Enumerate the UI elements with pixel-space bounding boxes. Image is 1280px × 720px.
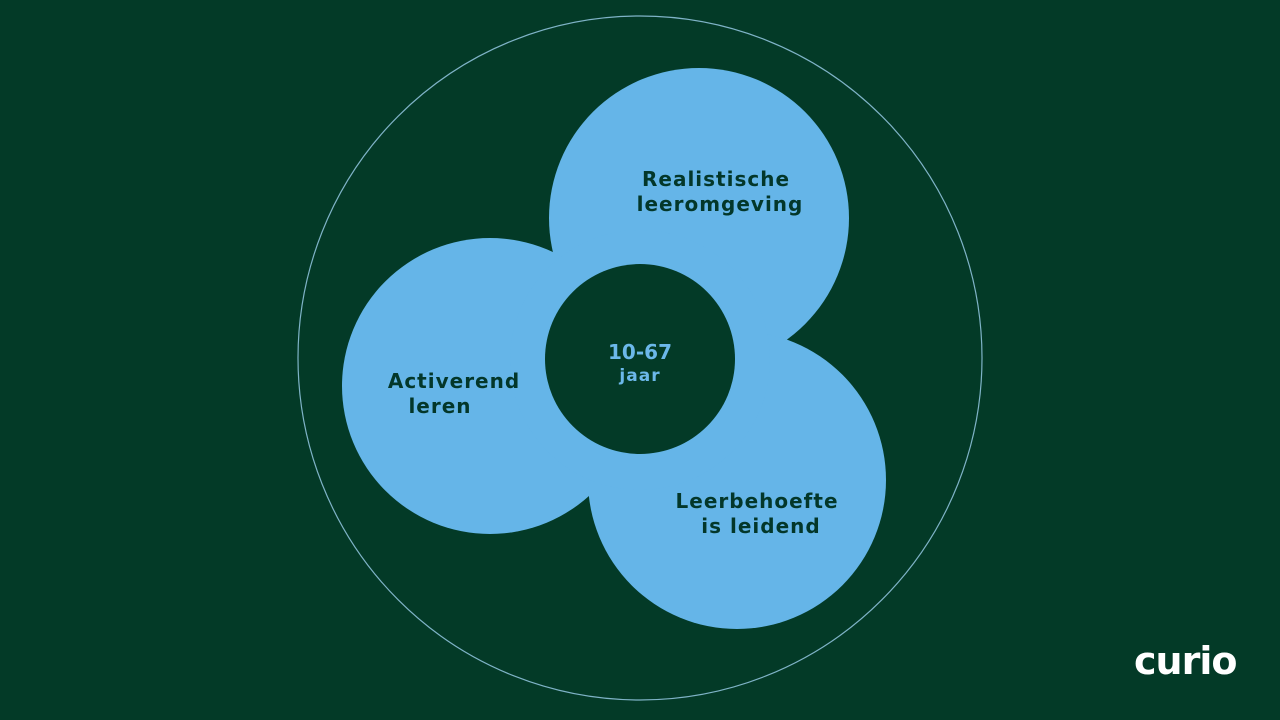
center-age-range: 10-67 <box>608 340 672 364</box>
center-circle <box>545 264 735 454</box>
label-activerend-leren: Activerend leren <box>388 369 528 418</box>
outer-ring <box>297 15 983 701</box>
label-leerbehoefte-is-leidend: Leerbehoefte is leidend <box>676 489 847 538</box>
center-age-unit: jaar <box>618 366 660 386</box>
label-realistische-leeromgeving: Realistische leeromgeving <box>637 167 804 216</box>
curio-logo: curio <box>1134 639 1237 683</box>
